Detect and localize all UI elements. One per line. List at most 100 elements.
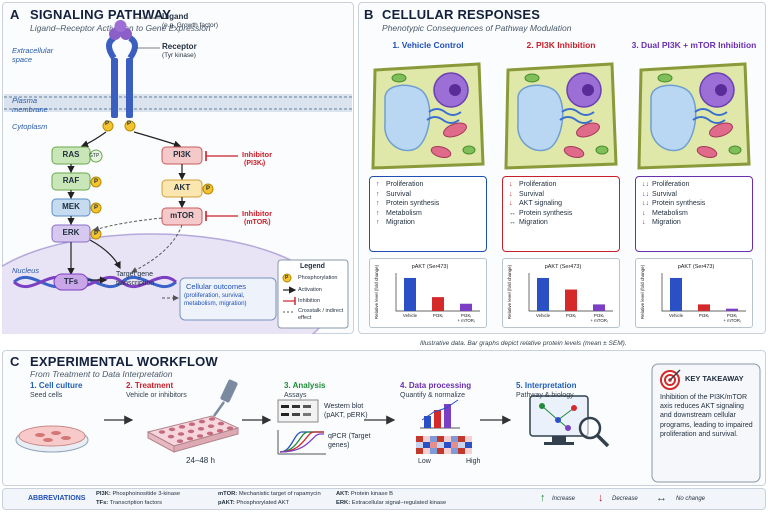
plate-well xyxy=(168,427,176,432)
plate-well xyxy=(167,434,175,439)
response-text: AKT signaling xyxy=(519,200,563,208)
response-text: Metabolism xyxy=(652,209,688,217)
plate-well xyxy=(207,424,215,428)
plate-well xyxy=(198,419,206,424)
heatmap-cell xyxy=(437,436,444,442)
decrease-icon: ↓ xyxy=(598,492,604,504)
abbreviation-value: Phosphorylated AKT xyxy=(234,500,290,506)
response-text: Proliferation xyxy=(519,181,557,188)
column-title-3: 3. Dual PI3K + mTOR Inhibition xyxy=(631,40,757,50)
abbreviation-item: PI3K: Phosphoinositide 3-kinase xyxy=(96,491,180,497)
abbreviation-key: ERK: xyxy=(336,500,351,506)
plate-well xyxy=(197,427,205,431)
monitor-network-icon xyxy=(529,395,589,445)
no-change-label: No change xyxy=(676,496,706,502)
response-item: ↓ Proliferation xyxy=(509,180,613,190)
response-text: Migration xyxy=(386,219,415,227)
chart-tick-label: Vehicle xyxy=(669,313,684,318)
heatmap-cell xyxy=(430,448,437,454)
mek-label: MEK xyxy=(62,202,80,211)
workflow-step-title-1: 1. Cell culture xyxy=(30,381,83,390)
workflow-step-title-4: 4. Data processing xyxy=(400,381,472,390)
receptor-p2: P xyxy=(127,121,132,127)
chart-ylabel: Relative level (fold change) xyxy=(507,264,512,319)
outcomes-title: Cellular outcomes xyxy=(186,282,247,291)
abbreviations-title: ABBREVIATIONS xyxy=(28,495,86,502)
chart-bar xyxy=(726,308,738,311)
response-item: ↓Metabolism xyxy=(642,209,746,219)
chart-bar xyxy=(593,304,605,311)
response-arrow-icon: ↑ xyxy=(376,219,380,227)
response-text: Proliferation xyxy=(386,181,424,188)
panel-b-footnote: Illustrative data. Bar graphs depict rel… xyxy=(420,340,627,347)
response-arrow-icon: ↓ xyxy=(642,219,646,227)
heatmap-cell xyxy=(444,442,451,448)
plasma-membrane-label: Plasma membrane xyxy=(12,96,48,114)
chart-tick-label: PI3Kᵢ xyxy=(461,313,472,318)
heatmap-cell xyxy=(451,436,458,442)
response-text: Migration xyxy=(652,219,681,227)
response-arrow-icon: ↓↓ xyxy=(642,181,649,188)
heatmap-icon xyxy=(416,436,472,454)
response-item: ↑Metabolism xyxy=(376,209,480,219)
extracellular-label: Extracellular space xyxy=(12,46,54,64)
column-title-2: 2. PI3K Inhibition xyxy=(526,40,596,50)
legend-box xyxy=(277,259,349,329)
panel-c-subtitle: From Treatment to Data Interpretation xyxy=(30,369,173,379)
response-text: Survival xyxy=(652,190,677,198)
response-box-1: ↑Proliferation↑Survival↑Protein synthesi… xyxy=(369,176,487,252)
cell-illustration-3 xyxy=(637,62,751,170)
response-item: ↓AKT signaling xyxy=(509,199,613,209)
bar-chart-svg: pAKT (Ser473)Relative level (fold change… xyxy=(374,264,480,323)
response-item: ↓↓Survival xyxy=(642,190,746,200)
chart-tick-label: + mTORᵢ xyxy=(590,318,608,323)
heatmap-cell xyxy=(423,448,430,454)
chart-title: pAKT (Ser473) xyxy=(545,264,582,270)
erk-label: ERK xyxy=(62,228,80,237)
bar-chart-2: pAKT (Ser473) Relative level (fold change… xyxy=(502,258,620,328)
qpcr-label: qPCR (Target genes) xyxy=(328,433,371,449)
outcomes-text: (proliferation, survival, metabolism, mi… xyxy=(184,292,247,307)
tfs-label: TFs xyxy=(63,277,79,286)
response-item: ↓ Migration xyxy=(642,218,746,228)
bar-chart-1: pAKT (Ser473)Relative level (fold change… xyxy=(369,258,487,328)
heatmap-cell xyxy=(416,448,423,454)
no-change-icon: ↔ xyxy=(656,492,667,504)
response-text: Survival xyxy=(519,190,544,198)
raf-label: RAF xyxy=(62,176,80,185)
chart-bar xyxy=(698,304,710,311)
workflow-step-sub-4: Quantify & normalize xyxy=(400,392,465,399)
response-text: Proliferation xyxy=(652,181,690,188)
petri-dish-icon xyxy=(15,425,89,453)
response-text: Protein synthesis xyxy=(519,209,573,217)
response-text: Migration xyxy=(519,219,548,227)
workflow-step-sub-3: Assays xyxy=(284,392,307,399)
decrease-label: Decrease xyxy=(612,496,638,502)
heatmap-cell xyxy=(451,448,458,454)
legend-inhibition: Inhibition xyxy=(298,298,321,304)
legend-title: Legend xyxy=(300,263,325,270)
inhibitor-mtor-line xyxy=(205,211,238,221)
abbreviation-key: mTOR: xyxy=(218,491,238,497)
response-arrow-icon: ↑ xyxy=(376,190,380,198)
western-blot-label: Western blot (pAKT, pERK) xyxy=(324,403,368,419)
ras-label: RAS xyxy=(62,150,80,159)
column-title-1: 1. Vehicle Control xyxy=(392,40,464,50)
pipette-icon xyxy=(212,379,238,417)
increase-label: Increase xyxy=(552,496,576,502)
bar-chart-svg: pAKT (Ser473) Relative level (fold change… xyxy=(507,264,613,323)
heatmap-cell xyxy=(465,442,472,448)
nucleus-label: Nucleus xyxy=(12,266,40,275)
response-arrow-icon: ↓ xyxy=(509,181,513,188)
response-item: ↑Protein synthesis xyxy=(376,199,480,209)
ligand-title: Ligand xyxy=(162,12,189,21)
raf-p: P xyxy=(94,179,99,185)
response-text: Protein synthesis xyxy=(386,200,440,208)
heatmap-cell xyxy=(465,436,472,442)
plate-well xyxy=(206,431,214,436)
plate-well xyxy=(226,426,234,430)
response-item: ↑ Migration xyxy=(376,218,480,228)
heatmap-high-label: High xyxy=(466,458,481,465)
inhibitor-pi3k-title: Inhibitor xyxy=(242,150,272,159)
response-text: Protein synthesis xyxy=(652,200,706,208)
